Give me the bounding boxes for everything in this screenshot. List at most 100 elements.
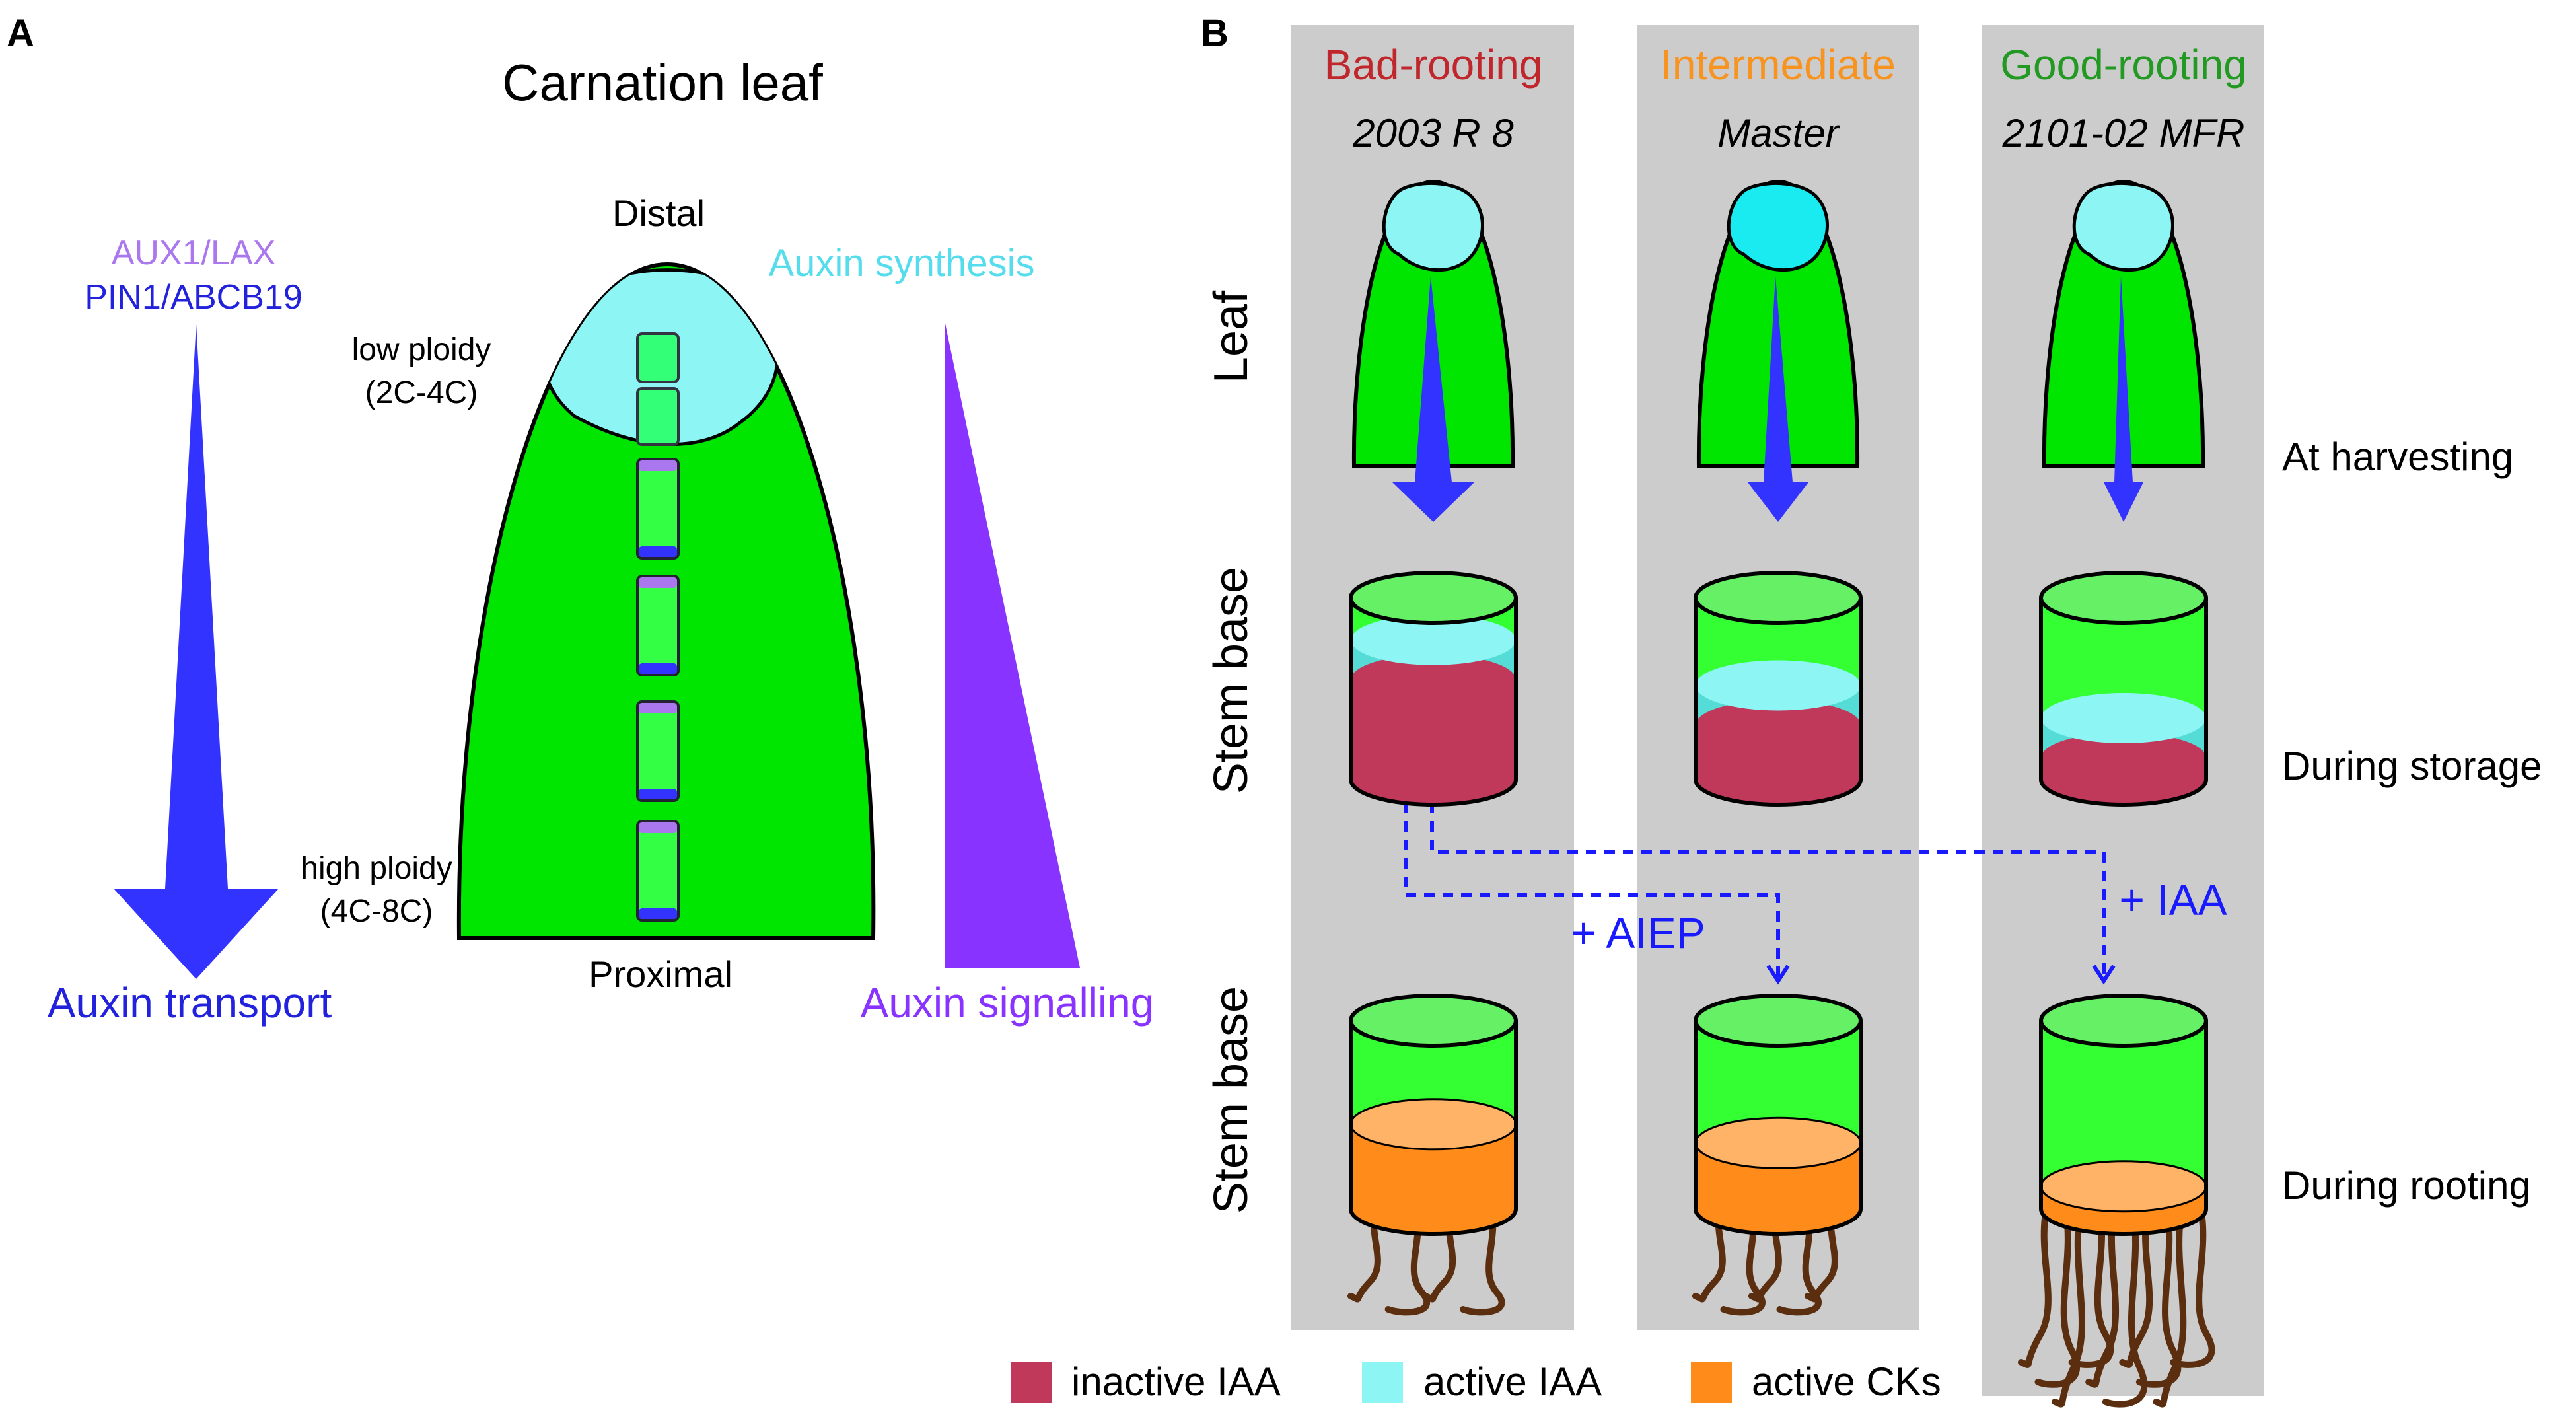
storage-outline-intermediate: [1694, 598, 1863, 807]
rooting-cytokinin-top-intermediate: [1694, 1116, 1862, 1169]
leaf-tip-intermediate: [1727, 181, 1829, 272]
auxin-transport-arrow: [114, 324, 279, 979]
aux1-lax-membrane-2: [639, 577, 677, 588]
panel-b-label: B: [1201, 12, 1229, 55]
storage-top-good: [2039, 571, 2208, 625]
legend-label-inactive-iaa: inactive IAA: [1071, 1360, 1281, 1404]
treatment-aiep: + AIEP: [1571, 908, 1705, 957]
rooting-base-intermediate: [1696, 1209, 1861, 1234]
leaf-tip-good: [2072, 181, 2174, 272]
high-ploidy-label: high ploidy: [301, 851, 452, 886]
storage-top-intermediate: [1694, 571, 1863, 625]
storage-base-bad: [1351, 780, 1516, 805]
storage-outline-bad: [1349, 598, 1518, 807]
legend-swatch-inactive-iaa: [1011, 1362, 1052, 1403]
treatment-connectors: [1404, 803, 2106, 978]
rooting-cytokinin-top-good: [2040, 1160, 2207, 1213]
rooting-cytokinin-top-bad: [1349, 1098, 1517, 1151]
treatment-iaa: + IAA: [2119, 875, 2227, 924]
stage-at-harvesting: At harvesting: [2282, 435, 2513, 479]
root-bad-4: [1460, 1199, 1505, 1316]
cell-column: [636, 332, 680, 922]
root-good-10: [2170, 1199, 2215, 1368]
root-good-5: [2085, 1199, 2120, 1388]
auxin-signalling-wedge: [945, 320, 1080, 968]
stage-during-rooting: During rooting: [2282, 1163, 2531, 1208]
root-good-7: [2119, 1199, 2153, 1368]
high-ploidy-cell-4: [636, 820, 680, 922]
distal-label: Distal: [612, 192, 705, 234]
leaf-tip-bad: [1382, 181, 1484, 272]
storage-active-top-good: [2041, 693, 2206, 743]
storage-outline-good: [2039, 598, 2208, 807]
row-label-leaf: Leaf: [1205, 290, 1258, 383]
rooting-top-good: [2039, 994, 2208, 1048]
aux1-lax-membrane-1: [639, 460, 677, 471]
storage-inactive-top-good: [2041, 733, 2206, 783]
legend: inactive IAA active IAA active CKs: [1011, 1360, 1941, 1404]
rooting-stem-body-good: [2041, 1021, 2206, 1186]
root-good-9: [2153, 1199, 2187, 1408]
storage-active-top-bad: [1351, 614, 1516, 665]
aiep-connector: [1404, 803, 1780, 978]
high-ploidy-cell-1: [636, 458, 680, 560]
root-good-2: [2034, 1199, 2080, 1388]
cultivar-bad: 2003 R 8: [1352, 111, 1514, 155]
aux1-lax-label: AUX1/LAX: [112, 234, 276, 272]
rooting-top-intermediate: [1694, 994, 1863, 1048]
low-ploidy-cell-2: [636, 387, 680, 446]
high-ploidy-cell-3: [636, 700, 680, 802]
pin1-abcb19-label: PIN1/ABCB19: [85, 278, 303, 316]
panel-a-label: A: [7, 12, 34, 55]
storage-top-bad: [1349, 571, 1518, 625]
root-good-6: [2102, 1199, 2148, 1408]
auxin-transport-label: Auxin transport: [48, 979, 332, 1027]
pin1-membrane-4: [639, 908, 677, 919]
phenotype-bad: Bad-rooting: [1324, 41, 1543, 89]
legend-label-active-cks: active CKs: [1752, 1360, 1941, 1404]
low-ploidy-label: low ploidy: [352, 332, 491, 367]
storage-active-top-intermediate: [1696, 660, 1861, 711]
rooting-outline-bad: [1349, 1021, 1518, 1236]
storage-inactive-top-intermediate: [1696, 700, 1861, 750]
aux1-lax-membrane-3: [639, 703, 677, 713]
rooting-base-bad: [1351, 1209, 1516, 1234]
legend-swatch-active-iaa: [1362, 1362, 1403, 1403]
storage-base-intermediate: [1696, 780, 1861, 805]
rooting-outline-good: [2039, 1021, 2208, 1236]
pin1-membrane-2: [639, 663, 677, 674]
panel-b: B Bad-rooting Intermediate Good-rooting …: [1011, 12, 2542, 1408]
root-good-8: [2135, 1199, 2182, 1388]
root-good-1: [2018, 1199, 2052, 1368]
low-ploidy-range: (2C-4C): [365, 375, 478, 410]
auxin-synthesis-label: Auxin synthesis: [769, 242, 1035, 285]
low-ploidy-cell-1: [636, 332, 680, 383]
pin1-membrane-3: [639, 789, 677, 799]
high-ploidy-cell-2: [636, 575, 680, 676]
pin1-membrane-1: [639, 546, 677, 557]
phenotype-intermediate: Intermediate: [1661, 41, 1896, 89]
stage-during-storage: During storage: [2282, 744, 2542, 788]
root-good-3: [2052, 1199, 2085, 1408]
row-label-stem-rooting: Stem base: [1205, 986, 1258, 1214]
storage-inactive-top-bad: [1351, 654, 1516, 705]
panel-a: A Carnation leaf AUX1/LAX PIN1/ABCB19 Au…: [7, 12, 1154, 1027]
cultivar-intermediate: Master: [1717, 111, 1840, 155]
transport-arrow-intermediate: [1748, 276, 1808, 522]
cultivar-drawings: [1347, 179, 2215, 1408]
legend-swatch-active-cks: [1691, 1362, 1732, 1403]
cultivar-good: 2101-02 MFR: [2002, 111, 2245, 155]
iaa-connector: [1430, 803, 2106, 978]
transport-arrow-bad: [1392, 276, 1474, 522]
panel-a-title: Carnation leaf: [502, 54, 823, 112]
row-label-stem-storage: Stem base: [1205, 567, 1258, 794]
high-ploidy-range: (4C-8C): [320, 894, 433, 929]
auxin-signalling-label: Auxin signalling: [861, 979, 1155, 1027]
phenotype-good: Good-rooting: [2000, 41, 2247, 89]
transport-arrow-good: [2104, 276, 2143, 522]
storage-base-good: [2041, 780, 2206, 805]
iaa-arrowhead: [2092, 965, 2116, 985]
rooting-base-good: [2041, 1209, 2206, 1234]
aiep-arrowhead: [1766, 965, 1790, 985]
